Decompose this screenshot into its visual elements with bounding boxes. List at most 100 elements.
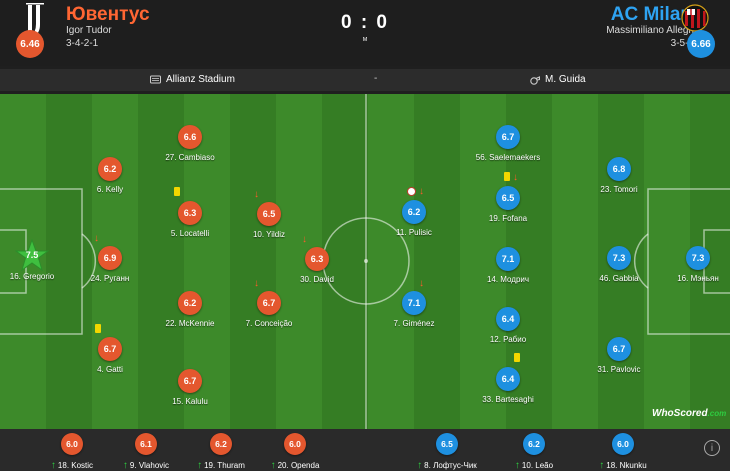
player-gabbia[interactable]: 7.3 46. Gabbia [579,246,659,283]
sub-leao[interactable]: 6.2 ↑10. Leão [494,433,574,471]
star-icon [15,239,49,271]
player-locatelli[interactable]: 6.3 5. Locatelli [150,187,230,238]
sub-thuram[interactable]: 6.2 ↑19. Thuram [181,433,261,471]
player-pavlovic[interactable]: 6.7 31. Pavlovic [579,337,659,374]
home-team-rating: 6.46 [16,30,44,58]
player-gimenez[interactable]: ↓ 7.1 7. Giménez [374,279,454,329]
player-fofana[interactable]: ↓ 6.5 19. Fofana [468,172,548,223]
sub-name: 10. Leão [521,461,554,470]
player-rating: 7.5 [25,250,39,260]
player-rating: 7.3 [686,246,710,270]
away-coach: Massimiliano Allegri [606,25,694,36]
player-modric[interactable]: 7.1 14. Модрич [468,247,548,284]
substitutes-bar: 6.0 ↑18. Kostic 6.1 ↑9. Vlahovic 6.2 ↑19… [0,429,730,471]
sub-on-arrow-icon: ↑ [417,460,423,471]
sub-vlahovic[interactable]: 6.1 ↑9. Vlahovic [106,433,186,471]
referee-info: M. Guida [530,74,586,85]
info-icon[interactable]: i [704,440,720,456]
player-gregorio[interactable]: 7.5 16. Gregorio [0,239,72,281]
player-conceicao[interactable]: ↓ 6.7 7. Conceição [229,279,309,329]
player-rating: 7.1 [402,291,426,315]
player-name: 10. Yildiz [252,230,286,239]
player-rating: 6.7 [607,337,631,361]
info-separator: - [374,73,378,84]
sub-loftus-cheek[interactable]: 6.5 ↑8. Лофтус-Чик [407,433,487,471]
player-name: 11. Pulisic [396,228,432,237]
player-name: 14. Модрич [486,275,530,284]
player-name: 19. Fofana [488,214,528,223]
yellow-card-icon [504,172,510,181]
sub-rating: 6.0 [61,433,83,455]
player-rating: 6.3 [178,201,202,225]
sub-rating: 6.0 [284,433,306,455]
player-rating: 6.4 [496,307,520,331]
away-team-name[interactable]: AC Milan [610,4,692,25]
stadium-icon [150,75,161,84]
yellow-card-icon [174,187,180,196]
sub-kostic[interactable]: 6.0 ↑18. Kostic [32,433,112,471]
player-name: 24. Руганн [90,274,130,283]
player-bartesaghi[interactable]: 6.4 33. Bartesaghi [468,353,548,404]
ac-milan-crest-icon[interactable] [680,3,710,43]
sub-rating: 6.5 [436,433,458,455]
player-saelemaekers[interactable]: 6.7 56. Saelemaekers [468,125,548,162]
player-rating: 6.7 [257,291,281,315]
player-yildiz[interactable]: ↓ 6.5 10. Yildiz [229,190,309,240]
player-maignan[interactable]: 7.3 16. Мэньян [658,246,730,283]
player-kalulu[interactable]: 6.7 15. Kalulu [150,369,230,406]
sub-name: 9. Vlahovic [129,461,170,470]
player-kelly[interactable]: 6.2 6. Kelly [70,157,150,194]
sub-off-arrow-icon: ↓ [302,234,307,245]
sub-on-arrow-icon: ↑ [50,460,56,471]
yellow-card-icon [514,353,520,362]
player-rugani[interactable]: ↓ 6.9 24. Руганн [70,234,150,284]
sub-off-arrow-icon: ↓ [513,172,518,183]
sub-name: 20. Openda [277,461,320,470]
player-name: 16. Мэньян [677,274,719,283]
sub-name: 18. Nkunku [606,461,647,470]
player-rating: 6.2 [178,291,202,315]
sub-rating: 6.2 [210,433,232,455]
player-cambiaso[interactable]: 6.6 27. Cambiaso [150,125,230,162]
player-name: 31. Pavlovic [597,365,641,374]
player-rating: 6.7 [178,369,202,393]
player-tomori[interactable]: 6.8 23. Tomori [579,157,659,194]
sub-nkunku[interactable]: 6.0 ↑18. Nkunku [583,433,663,471]
player-rating: 6.4 [496,367,520,391]
player-rating: 6.8 [607,157,631,181]
player-name: 12. Рабио [489,335,527,344]
player-rating: 6.2 [402,200,426,224]
sub-rating: 6.2 [523,433,545,455]
player-rating: 6.5 [496,186,520,210]
player-gatti[interactable]: 6.7 4. Gatti [70,324,150,374]
player-name: 22. McKennie [165,319,215,328]
player-rating: 7.1 [496,247,520,271]
player-rabiot[interactable]: 6.4 12. Рабио [468,307,548,344]
player-mckennie[interactable]: 6.2 22. McKennie [150,291,230,328]
sub-on-arrow-icon: ↑ [122,460,128,471]
player-pulisic[interactable]: ↓ 6.2 11. Pulisic [374,187,454,238]
player-name: 5. Locatelli [170,229,210,238]
player-name: 46. Gabbia [599,274,639,283]
player-name: 15. Kalulu [172,397,208,406]
player-rating: 6.5 [257,202,281,226]
sub-off-arrow-icon: ↓ [254,278,259,289]
player-rating: 6.3 [305,247,329,271]
player-name: 7. Conceição [245,319,293,328]
home-team-name[interactable]: Ювентус [66,4,150,25]
stadium-info: Allianz Stadium [150,74,235,85]
man-of-the-match-badge: 7.5 [15,239,49,271]
juventus-crest-icon[interactable] [18,3,52,41]
player-rating: 6.9 [98,246,122,270]
home-coach: Igor Tudor [66,25,112,36]
player-name: 16. Gregorio [9,272,55,281]
player-name: 7. Giménez [393,319,435,328]
player-rating: 6.7 [496,125,520,149]
sub-rating: 6.1 [135,433,157,455]
referee-name: M. Guida [545,74,586,85]
sub-off-arrow-icon: ↓ [419,186,424,197]
watermark-suffix: .com [707,409,727,418]
ball-icon [407,187,416,196]
player-david[interactable]: ↓ 6.3 30. David [277,235,357,285]
sub-openda[interactable]: 6.0 ↑20. Openda [255,433,335,471]
